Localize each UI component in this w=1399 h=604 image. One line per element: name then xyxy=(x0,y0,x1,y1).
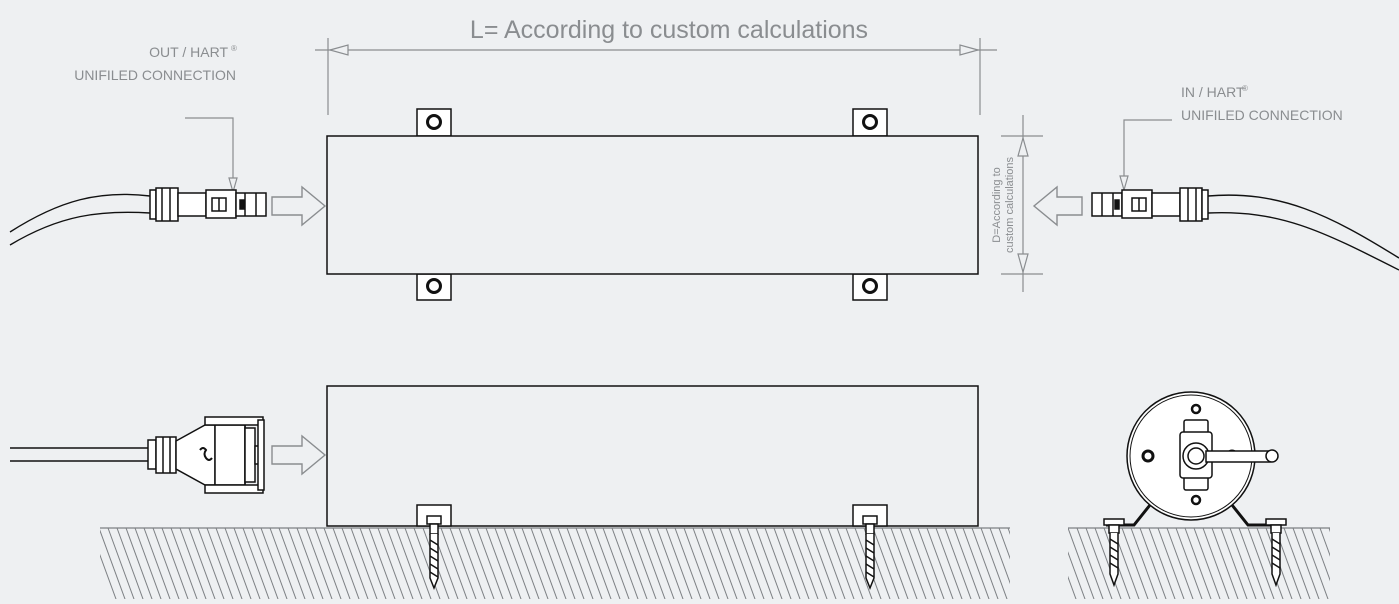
side-view xyxy=(326,385,979,591)
out-reg-mark: ® xyxy=(231,44,237,53)
out-direction-arrow xyxy=(271,185,327,227)
length-label: L= According to custom calculations xyxy=(470,16,868,44)
device-body-side xyxy=(326,385,979,527)
out-leader-line xyxy=(185,117,238,195)
ground-left xyxy=(100,527,1010,599)
out-label-line2: UNIFILED CONNECTION xyxy=(74,67,236,83)
in-direction-arrow xyxy=(1032,185,1083,227)
mounting-tab xyxy=(416,273,452,301)
depth-label: D=According to custom calculations xyxy=(991,157,1016,253)
device-body-top xyxy=(326,135,979,275)
end-screw xyxy=(1103,518,1125,588)
length-dimension xyxy=(315,38,997,115)
in-reg-mark: ® xyxy=(1242,84,1248,93)
mounting-tab xyxy=(852,273,888,301)
svg-text:D=According to: D=According to xyxy=(991,167,1003,243)
ground-right xyxy=(1068,527,1330,599)
out-label-line1: OUT / HART xyxy=(149,44,228,60)
side-connector xyxy=(147,416,265,494)
out-cable xyxy=(9,193,151,246)
top-view xyxy=(326,108,979,301)
mounting-tab xyxy=(852,108,888,137)
in-label-line2: UNIFILED CONNECTION xyxy=(1181,107,1343,123)
mounting-foot xyxy=(416,504,452,591)
side-cable xyxy=(10,447,150,462)
svg-text:custom calculations: custom calculations xyxy=(1004,157,1016,253)
end-screw xyxy=(1265,518,1287,588)
in-connector-top xyxy=(1091,187,1209,222)
side-direction-arrow xyxy=(271,434,327,476)
depth-dimension xyxy=(1001,115,1043,292)
in-cable xyxy=(1207,194,1399,271)
mounting-foot xyxy=(852,504,888,591)
in-leader-line xyxy=(1119,119,1172,193)
mounting-tab xyxy=(416,108,452,137)
out-connector-top xyxy=(149,187,267,222)
in-label-line1: IN / HART xyxy=(1181,84,1245,100)
end-view xyxy=(1103,391,1287,588)
